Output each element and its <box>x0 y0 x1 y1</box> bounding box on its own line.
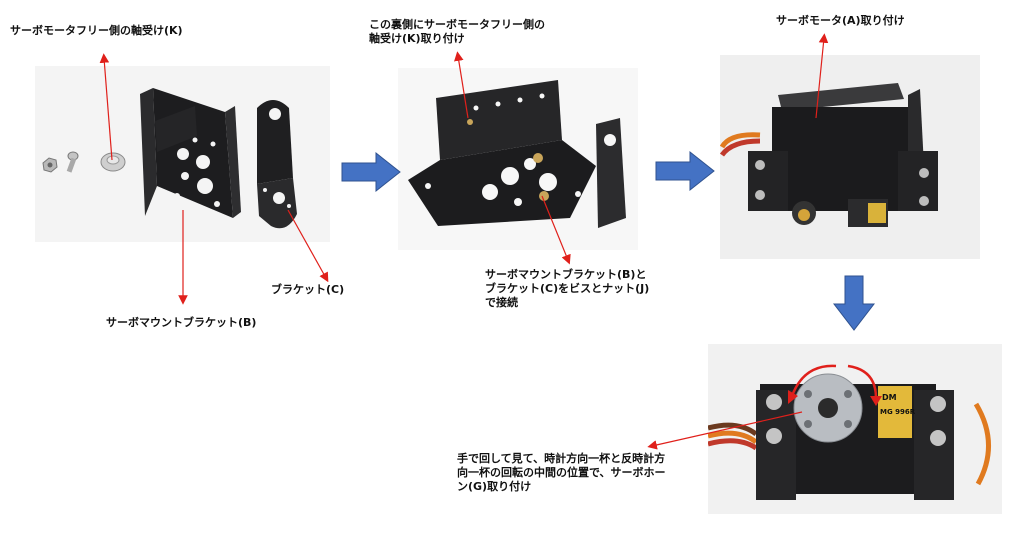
parts-illustration <box>42 88 297 229</box>
pointer-bracket-c <box>287 209 329 283</box>
pointer-servo <box>815 33 829 119</box>
bearing-k <box>100 152 126 172</box>
flow-arrow-right-1 <box>341 151 401 193</box>
rotation-arrow-ccw <box>790 364 837 397</box>
servo-brand: DM <box>882 393 897 402</box>
pointer-back-bearing <box>454 51 469 119</box>
servo-model-label: DM MG 996R <box>878 386 916 438</box>
label-bracket-c: ブラケット(C) <box>271 283 345 296</box>
flow-arrow-right-2 <box>655 150 715 192</box>
pointer-bearing <box>99 53 113 161</box>
photo-servo-mounted <box>720 55 980 259</box>
assembled-bracket <box>408 80 626 228</box>
label-connect-screws: サーボマウントブラケット(B)と ブラケット(C)をビスとナット(J) で接続 <box>485 268 650 309</box>
servo-a <box>748 83 938 227</box>
photo-servo-horn: DM MG 996R <box>708 344 1002 514</box>
servo-horn-g <box>793 373 863 443</box>
label-servo-free-bearing: サーボモータフリー側の軸受け(K) <box>10 24 183 37</box>
servo-model: MG 996R <box>880 408 916 416</box>
rotation-arrow-cw <box>847 364 878 399</box>
label-servo-mount-bracket-b: サーボマウントブラケット(B) <box>106 316 257 329</box>
bracket-c <box>257 100 297 229</box>
pointer-horn <box>647 411 803 450</box>
screw-j <box>66 151 79 173</box>
label-back-side-bearing: この裏側にサーボモータフリー側の 軸受け(K)取り付け <box>369 18 545 45</box>
pointer-screws <box>541 195 571 265</box>
servo-mount-bracket-b <box>140 88 241 218</box>
label-horn-attach: 手で回して見て、時計方向一杯と反時計方 向一杯の回転の中間の位置で、サーボホー … <box>457 452 666 493</box>
servo-wire <box>720 132 761 149</box>
label-servo-attach: サーボモータ(A)取り付け <box>776 14 905 27</box>
flow-arrow-down <box>832 275 876 331</box>
photo-assembled-brackets <box>398 68 638 250</box>
